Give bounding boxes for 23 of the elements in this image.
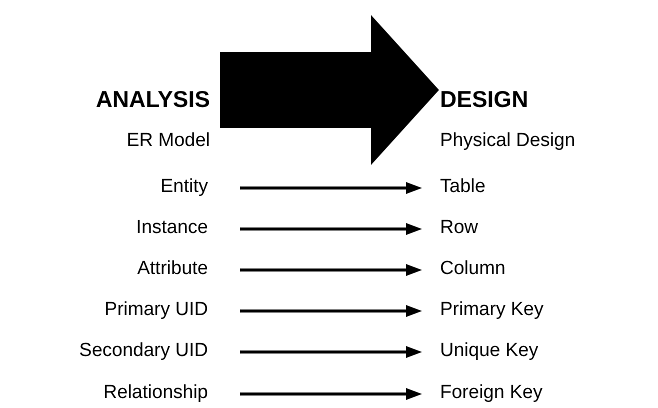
subheading: ER Model (126, 129, 210, 153)
heading: DESIGN (440, 85, 528, 114)
term-label: Secondary UID (79, 339, 208, 363)
term-label: Relationship (103, 381, 208, 405)
heading: ANALYSIS (96, 85, 210, 114)
arrow (240, 223, 422, 235)
arrow (240, 305, 422, 317)
term-label: Unique Key (440, 339, 538, 363)
term-label: Table (440, 175, 486, 199)
term-label: Instance (136, 216, 208, 240)
arrow (240, 346, 422, 358)
term-label: Primary Key (440, 298, 544, 322)
term-label: Primary UID (104, 298, 208, 322)
term-label: Attribute (137, 257, 208, 281)
arrow (240, 264, 422, 276)
arrow (240, 182, 422, 194)
term-label: Column (440, 257, 506, 281)
term-label: Row (440, 216, 478, 240)
term-label: Foreign Key (440, 381, 542, 405)
block-arrow (220, 15, 439, 165)
term-label: Entity (160, 175, 208, 199)
subheading: Physical Design (440, 129, 576, 153)
arrow (240, 388, 422, 400)
